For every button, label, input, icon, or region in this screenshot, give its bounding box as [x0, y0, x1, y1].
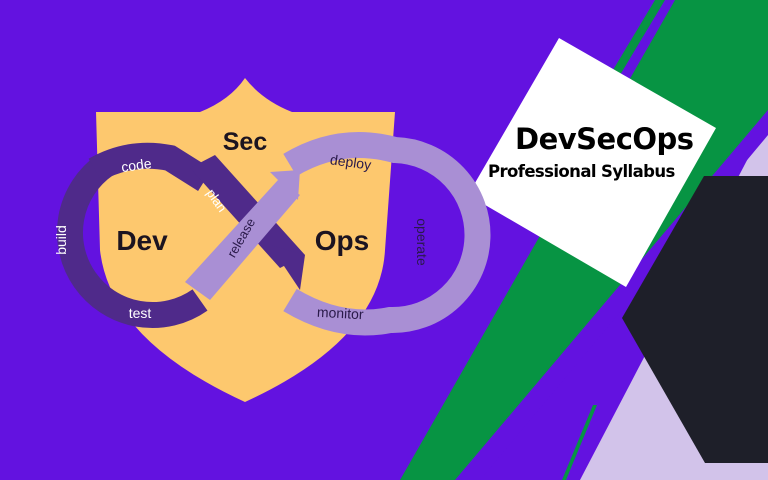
- shield-label: Sec: [223, 128, 268, 156]
- ops-loop: [185, 132, 491, 336]
- title-card: [468, 38, 716, 287]
- step-build: build: [53, 225, 69, 255]
- release-arrow: [185, 180, 300, 300]
- step-deploy: deploy: [329, 151, 372, 173]
- banner-title: DevSecOps: [515, 122, 694, 156]
- banner-subtitle: Professional Syllabus: [488, 162, 675, 181]
- plan-arrow: [190, 155, 305, 268]
- dark-hexagon: [622, 176, 768, 463]
- green-accent-line: [562, 405, 597, 480]
- step-operate: operate: [414, 218, 430, 266]
- dev-label: Dev: [116, 225, 168, 256]
- step-test: test: [129, 305, 152, 321]
- step-monitor: monitor: [317, 304, 365, 322]
- dev-loop: [57, 142, 305, 329]
- ops-label: Ops: [315, 225, 369, 256]
- step-code: code: [120, 155, 153, 175]
